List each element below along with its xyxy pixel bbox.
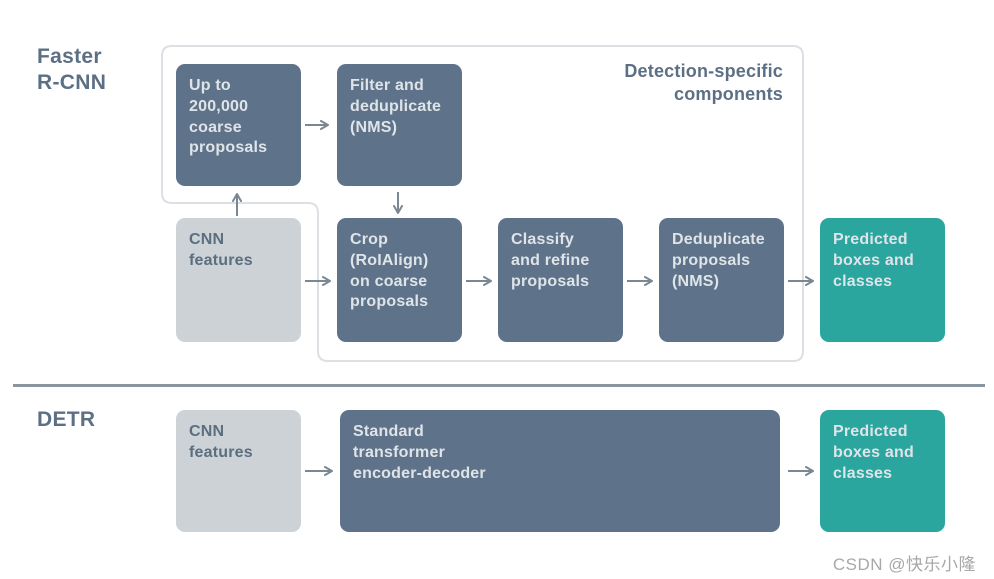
faster-rcnn-label: Faster R-CNN: [37, 45, 107, 95]
box-dedupe-nms: Deduplicate proposals (NMS): [659, 218, 784, 342]
box-filter-nms: Filter and deduplicate (NMS): [337, 64, 462, 186]
box-transformer-encoder-decoder: Standard transformer encoder-decoder: [340, 410, 780, 532]
box-predicted-detr: Predicted boxes and classes: [820, 410, 945, 532]
box-cnn-features-frcnn: CNN features: [176, 218, 301, 342]
watermark-text: CSDN @快乐小隆: [832, 555, 976, 574]
detection-components-label: Detection-specific components: [624, 61, 783, 105]
box-cnn-features-detr: CNN features: [176, 410, 301, 532]
detr-label: DETR: [37, 408, 96, 431]
box-crop-roialign: Crop (RoIAlign) on coarse proposals: [337, 218, 462, 342]
box-predicted-frcnn: Predicted boxes and classes: [820, 218, 945, 342]
section-divider: [13, 384, 985, 387]
box-coarse-proposals: Up to 200,000 coarse proposals: [176, 64, 301, 186]
box-classify-refine: Classify and refine proposals: [498, 218, 623, 342]
